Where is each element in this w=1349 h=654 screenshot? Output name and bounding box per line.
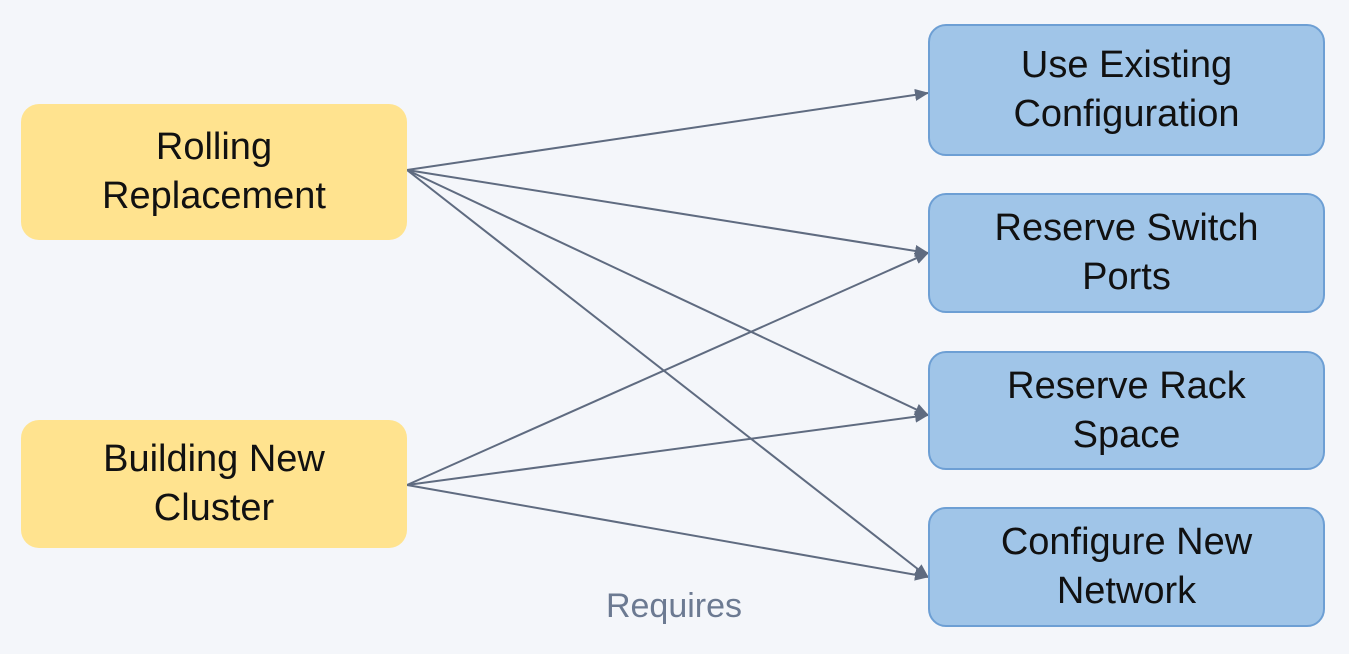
edge-building-new-cluster-to-reserve-rack-space <box>406 410 929 486</box>
edge-building-new-cluster-to-configure-new-network <box>406 484 929 581</box>
node-rolling-replacement-label: Rolling Replacement <box>102 126 326 217</box>
node-building-new-cluster: Building New Cluster <box>21 420 407 548</box>
edge-rolling-replacement-to-reserve-switch-ports <box>406 169 929 257</box>
edge-label-requires: Requires <box>605 587 743 625</box>
node-reserve-rack-space: Reserve Rack Space <box>928 351 1325 470</box>
edge-rolling-replacement-to-use-existing-configuration <box>406 88 929 171</box>
edge-rolling-replacement-to-reserve-rack-space <box>406 169 929 416</box>
node-reserve-switch-ports: Reserve Switch Ports <box>928 193 1325 313</box>
node-reserve-rack-space-label: Reserve Rack Space <box>1007 364 1246 456</box>
node-building-new-cluster-label: Building New Cluster <box>103 438 325 529</box>
edge-building-new-cluster-to-reserve-switch-ports <box>406 252 929 486</box>
node-rolling-replacement: Rolling Replacement <box>21 104 407 240</box>
node-configure-new-network-label: Configure New Network <box>1000 521 1253 612</box>
node-reserve-switch-ports-label: Reserve Switch Ports <box>994 207 1259 298</box>
edge-rolling-replacement-to-configure-new-network <box>406 169 929 578</box>
node-configure-new-network: Configure New Network <box>928 507 1325 627</box>
node-use-existing-configuration: Use Existing Configuration <box>928 24 1325 156</box>
node-use-existing-configuration-label: Use Existing Configuration <box>1013 44 1240 135</box>
